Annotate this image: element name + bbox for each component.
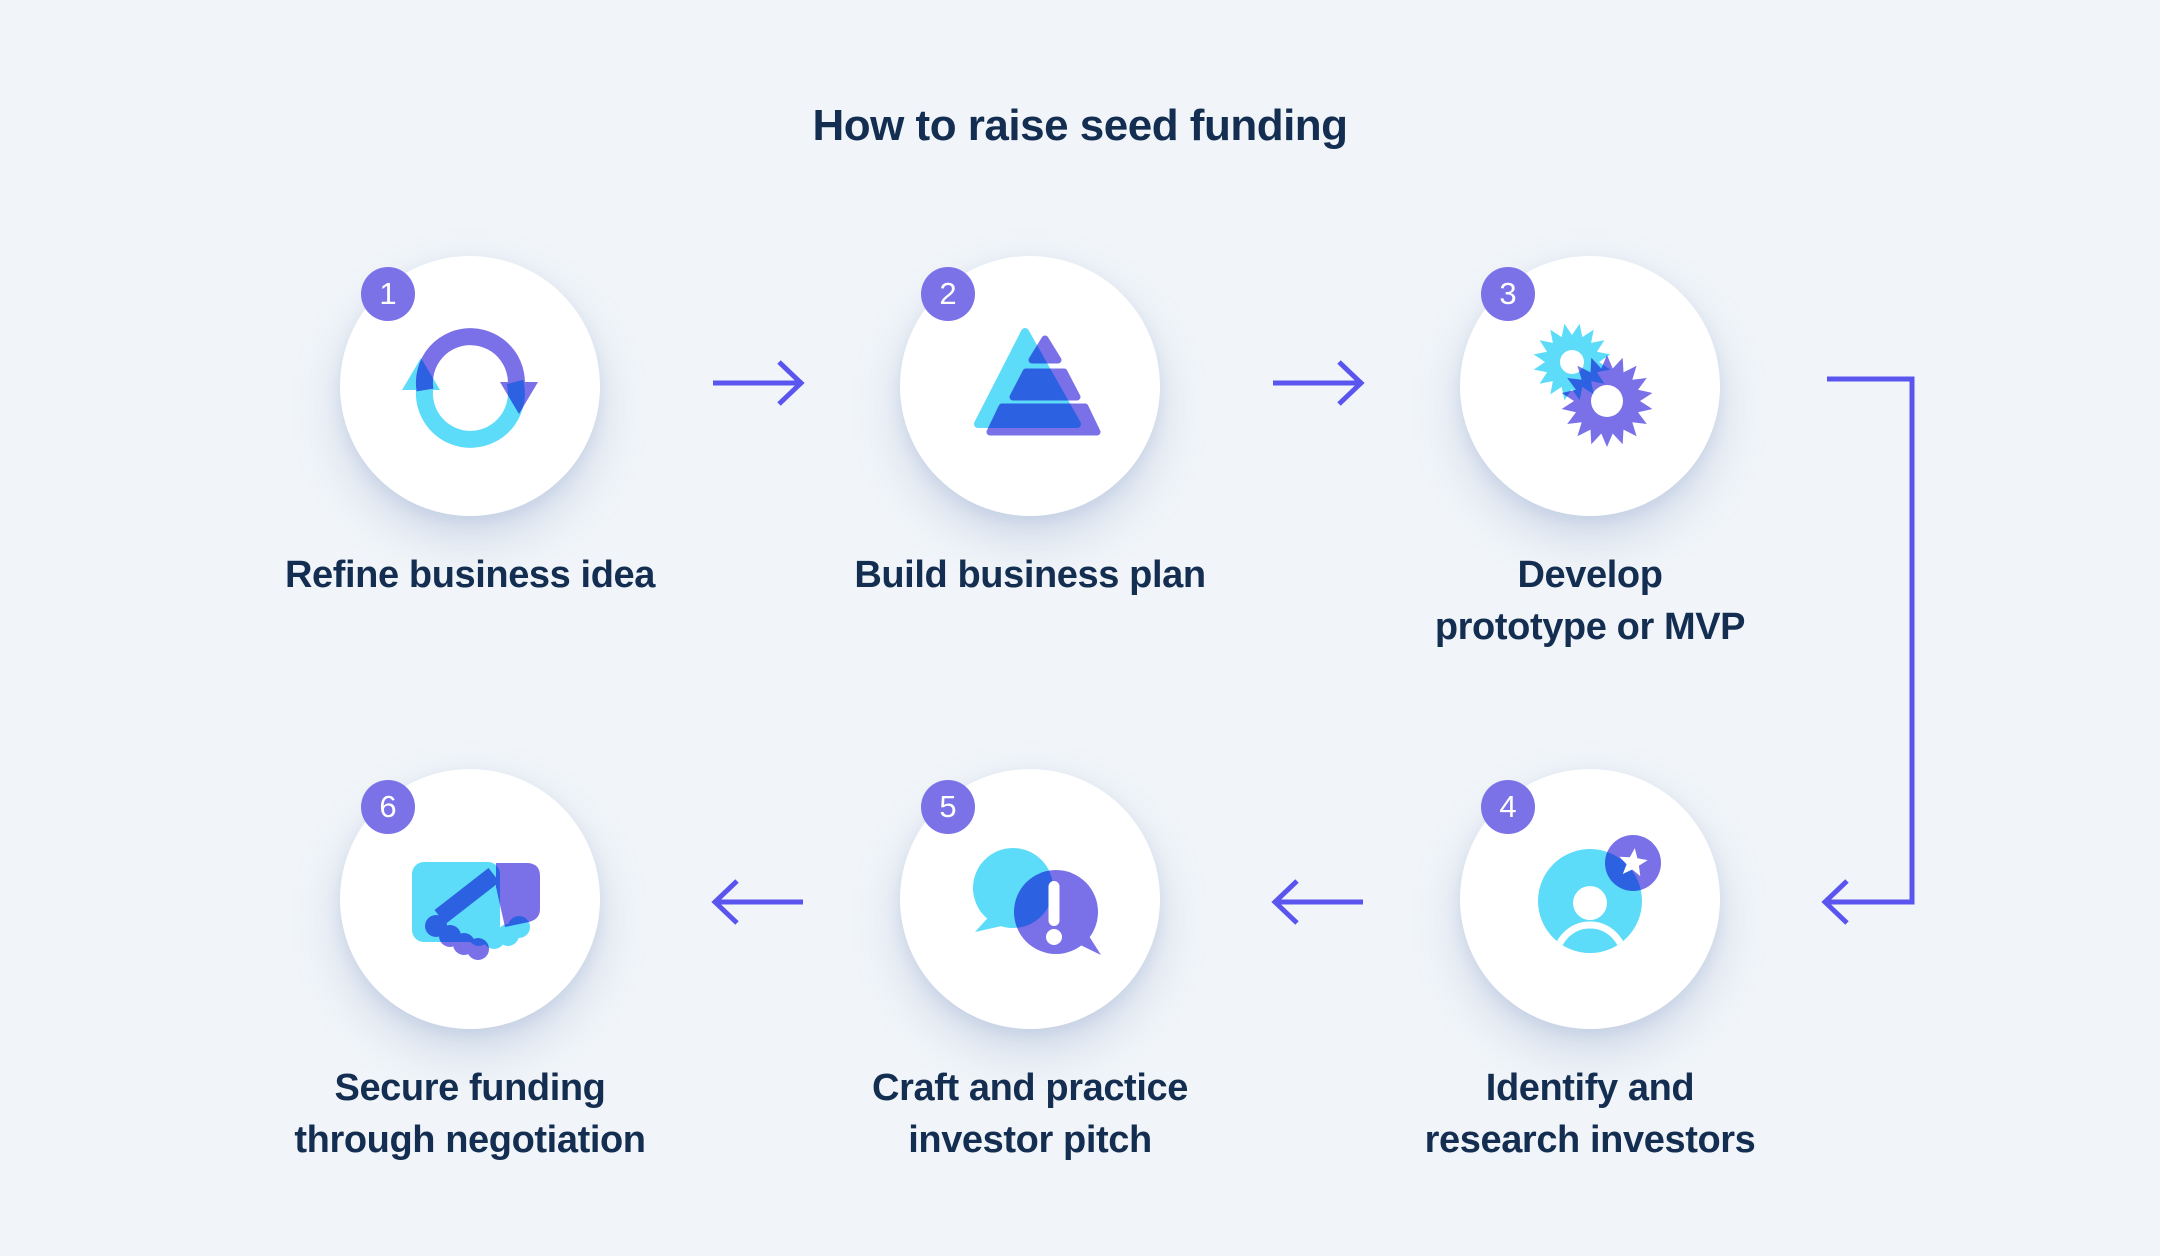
step-3-number-badge: 3	[1481, 267, 1535, 321]
handshake-icon	[385, 814, 555, 984]
arrow-step5-step6	[711, 879, 803, 925]
gears-icon	[1505, 301, 1675, 471]
exclamation-mark	[1046, 881, 1062, 945]
cycle-arrows-icon	[385, 301, 555, 471]
pyramid-purple-tiers	[986, 335, 1101, 436]
step-3-circle	[1460, 256, 1720, 516]
page-title: How to raise seed funding	[812, 101, 1348, 150]
step-number: 3	[1499, 276, 1517, 311]
step-6-number-badge: 6	[361, 780, 415, 834]
pyramid-layers-icon	[945, 301, 1115, 471]
step-4-number-badge: 4	[1481, 780, 1535, 834]
gear-purple	[1561, 355, 1653, 447]
step-2-circle	[900, 256, 1160, 516]
chat-exclamation-icon	[945, 814, 1115, 984]
step-5-label: Craft and practice investor pitch	[872, 1067, 1188, 1161]
step-1-circle	[340, 256, 600, 516]
investor-profile-star-icon	[1505, 814, 1675, 984]
cycle-cyan-arc	[402, 358, 525, 448]
step-6-label: Secure funding through negotiation	[294, 1067, 646, 1161]
step-3-label: Develop prototype or MVP	[1434, 554, 1746, 648]
step-number: 4	[1499, 789, 1517, 824]
step-number: 2	[939, 276, 957, 311]
step-1-label: Refine business idea	[284, 554, 655, 596]
arrow-step4-step5	[1271, 879, 1363, 925]
step-number: 5	[939, 789, 957, 824]
star-icon	[1619, 848, 1648, 877]
step-2-label: Build business plan	[854, 554, 1206, 596]
step-5-number-badge: 5	[921, 780, 975, 834]
arrow-step1-step2	[713, 360, 805, 406]
step-number: 1	[379, 276, 397, 311]
arrow-step2-step3	[1273, 360, 1365, 406]
handshake-purple-hand	[425, 863, 540, 960]
elbow-arrow-step3-step4	[1821, 376, 1915, 925]
gear-cyan	[1533, 323, 1611, 401]
step-2-number-badge: 2	[921, 267, 975, 321]
step-4-label: Identify and research investors	[1424, 1067, 1756, 1161]
step-1-number-badge: 1	[361, 267, 415, 321]
step-number: 6	[379, 789, 397, 824]
